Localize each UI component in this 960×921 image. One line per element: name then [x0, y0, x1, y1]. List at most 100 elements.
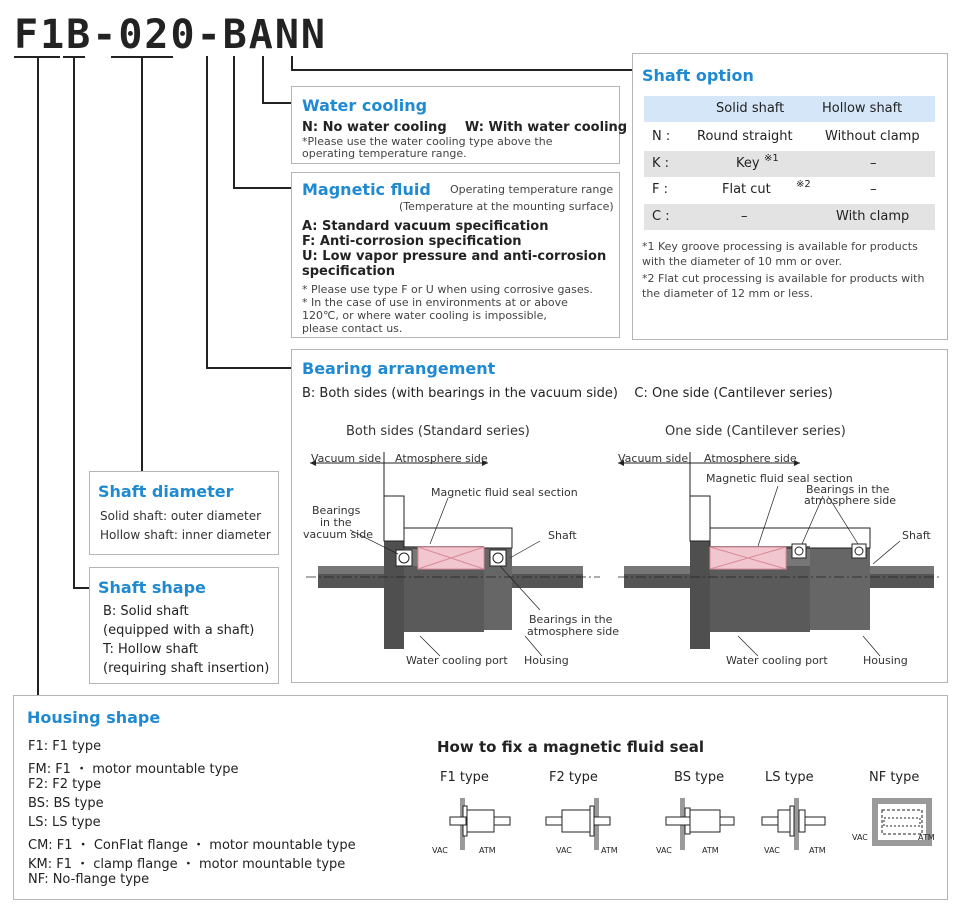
row-solid: Flat cut	[722, 182, 771, 197]
housing-item: KM: F1 ・ clamp flange ・ motor mountable …	[28, 857, 346, 872]
leader-line-n2-h	[291, 69, 633, 71]
bearings-atm-label: Bearings in the	[806, 483, 890, 496]
option-u: U: Low vapor pressure and anti-corrosion	[302, 249, 607, 264]
f1-type-icon	[449, 798, 511, 850]
vacuum-side-label: Vacuum side	[618, 452, 689, 465]
housing-item: NF: No-flange type	[28, 872, 150, 887]
shaft-diameter-line: Hollow shaft: inner diameter	[100, 528, 271, 542]
row-code: N :	[652, 129, 671, 144]
water-cooling-box	[291, 86, 620, 164]
atm-label: ATM	[809, 846, 826, 855]
leader-line-020-v	[141, 56, 143, 472]
fix-type-label: F1 type	[440, 770, 489, 785]
water-port-label: Water cooling port	[726, 654, 828, 667]
f2-type-icon	[545, 798, 611, 850]
row-code: K :	[652, 156, 670, 171]
row-hollow: Without clamp	[825, 129, 920, 144]
row-code: F :	[652, 182, 668, 197]
atm-label: ATM	[918, 833, 935, 842]
shaft-diameter-title: Shaft diameter	[98, 482, 234, 501]
housing-item: F1: F1 type	[28, 739, 102, 754]
shaft-note: *2 Flat cut processing is available for …	[642, 272, 925, 285]
bearing-title: Bearing arrangement	[302, 359, 496, 378]
bearings-atm-label: atmosphere side	[804, 494, 897, 507]
housing-label: Housing	[863, 654, 908, 667]
water-cooling-options: N: No water cooling W: With water coolin…	[302, 120, 628, 135]
shaft-shape-line: T: Hollow shaft	[103, 642, 199, 657]
magnetic-note: please contact us.	[302, 322, 403, 335]
both-sides-drawing	[306, 452, 600, 657]
shaft-shape-box	[89, 567, 279, 684]
seal-section-label: Magnetic fluid seal section	[431, 486, 578, 499]
vacuum-side-label: Vacuum side	[311, 452, 382, 465]
atmosphere-side-label: Atmosphere side	[704, 452, 797, 465]
housing-item: CM: F1 ・ ConFlat flange ・ motor mountabl…	[28, 838, 356, 853]
vac-label: VAC	[852, 833, 868, 842]
row-mark: ※1	[764, 153, 779, 164]
atm-label: ATM	[702, 846, 719, 855]
shaft-table-header: Solid shaft Hollow shaft	[644, 96, 935, 122]
leader-line-b-shape-h	[73, 587, 89, 589]
housing-shape-box	[13, 695, 948, 900]
bearings-vacuum-label: in the	[320, 516, 352, 529]
shaft-diameter-line: Solid shaft: outer diameter	[100, 509, 262, 523]
bearings-vacuum-label: Bearings	[312, 504, 361, 517]
shaft-label: Shaft	[548, 529, 577, 542]
leader-line-n1-h	[262, 102, 292, 104]
bearing-desc: B: Both sides (with bearings in the vacu…	[302, 386, 833, 401]
one-side-drawing	[618, 452, 940, 657]
row-hollow: With clamp	[836, 209, 910, 224]
row-code: C :	[652, 209, 670, 224]
leader-line-b-shape-v	[73, 56, 75, 589]
option-u-cont: specification	[302, 264, 395, 279]
row-solid: Key	[736, 156, 760, 171]
fix-type-label: F2 type	[549, 770, 598, 785]
shaft-table-row: F : Flat cut ※2 –	[644, 177, 935, 203]
shaft-shape-title: Shaft shape	[98, 578, 206, 597]
vac-label: VAC	[432, 846, 448, 855]
temp-range-sublabel: (Temperature at the mounting surface)	[399, 200, 614, 213]
shaft-shape-line: (equipped with a shaft)	[103, 623, 255, 638]
atm-label: ATM	[479, 846, 496, 855]
vac-label: VAC	[656, 846, 672, 855]
bearings-vacuum-label: vacuum side	[303, 528, 373, 541]
shaft-table-row: K : Key ※1 –	[644, 151, 935, 177]
atmosphere-side-label: Atmosphere side	[395, 452, 488, 465]
water-cooling-note: operating temperature range.	[302, 147, 467, 160]
housing-item: BS: BS type	[28, 796, 104, 811]
fix-type-label: LS type	[765, 770, 814, 785]
atm-label: ATM	[601, 846, 618, 855]
shaft-table-row: C : – With clamp	[644, 204, 935, 230]
housing-item: F2: F2 type	[28, 777, 102, 792]
shaft-table-row: N : Round straight Without clamp	[644, 124, 935, 150]
shaft-label: Shaft	[902, 529, 931, 542]
shaft-shape-line: B: Solid shaft	[103, 604, 189, 619]
shaft-diameter-box	[89, 471, 279, 555]
magnetic-note: * Please use type F or U when using corr…	[302, 283, 593, 296]
header-hollow: Hollow shaft	[822, 101, 903, 116]
option-a: A: Standard vacuum specification	[302, 219, 549, 234]
water-cooling-title: Water cooling	[302, 96, 428, 115]
fix-title: How to fix a magnetic fluid seal	[437, 738, 705, 756]
leader-line-a	[233, 56, 235, 189]
one-side-title: One side (Cantilever series)	[665, 424, 846, 439]
vac-label: VAC	[556, 846, 572, 855]
header-solid: Solid shaft	[716, 101, 785, 116]
shaft-shape-line: (requiring shaft insertion)	[103, 661, 270, 676]
housing-item: LS: LS type	[28, 815, 101, 830]
leader-line-n2	[291, 56, 293, 71]
row-solid: Round straight	[697, 129, 793, 144]
shaft-note: *1 Key groove processing is available fo…	[642, 240, 918, 253]
magnetic-fluid-box	[291, 172, 620, 338]
water-port-label: Water cooling port	[406, 654, 508, 667]
nf-type-icon	[872, 798, 932, 846]
row-solid: –	[741, 209, 748, 224]
ls-type-icon	[761, 798, 826, 850]
row-hollow: –	[870, 156, 877, 171]
magnetic-note: 120℃, or where water cooling is impossib…	[302, 309, 547, 322]
leader-line-f1-v	[37, 56, 39, 696]
temp-range-label: Operating temperature range	[450, 183, 614, 196]
model-code: F1B-020-BANN	[14, 12, 327, 58]
fix-type-label: NF type	[869, 770, 920, 785]
bearings-atm-label: atmosphere side	[527, 625, 620, 638]
